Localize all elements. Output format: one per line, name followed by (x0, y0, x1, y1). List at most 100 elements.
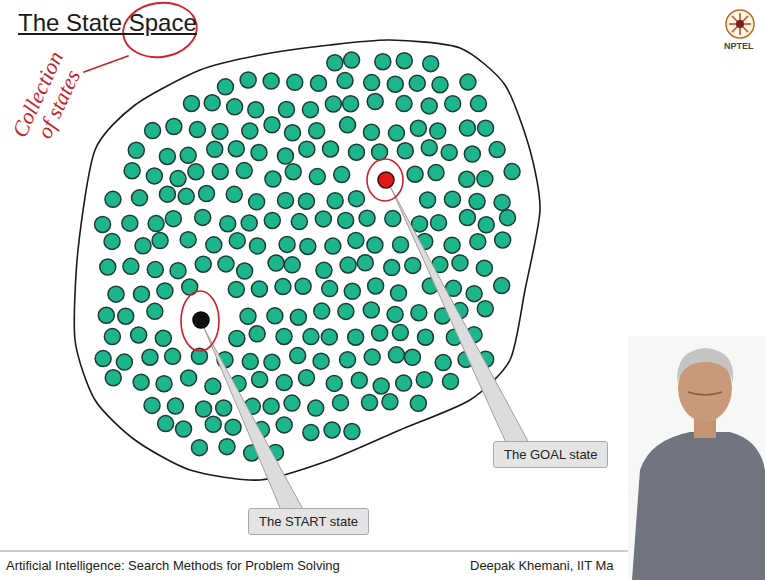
state-dot (364, 349, 380, 365)
state-dot (277, 192, 293, 208)
state-space-region (74, 40, 540, 480)
state-dot (298, 370, 314, 386)
state-dot (207, 141, 223, 157)
state-dot (170, 171, 186, 187)
state-dot (123, 258, 139, 274)
state-dot (268, 255, 284, 271)
state-dot (219, 439, 235, 455)
state-dot (343, 96, 359, 112)
state-dot (275, 279, 291, 295)
logo-mark (726, 10, 754, 38)
state-dot (348, 232, 364, 248)
state-dot (191, 440, 207, 456)
state-dot (388, 347, 404, 363)
state-dot (385, 211, 401, 227)
state-dot (387, 306, 403, 322)
state-dot (242, 123, 258, 139)
state-dot (195, 256, 211, 272)
state-dot (242, 354, 258, 370)
callout-box: The START state (248, 508, 369, 535)
state-dot (372, 325, 388, 341)
state-dot (284, 395, 300, 411)
state-dot (338, 212, 354, 228)
state-dot (228, 141, 244, 157)
state-dot (267, 308, 283, 324)
state-dot (431, 215, 447, 231)
state-dot (100, 259, 116, 275)
state-dot (452, 255, 468, 271)
state-dot (148, 216, 164, 232)
state-dot (359, 210, 375, 226)
state-dot (410, 120, 426, 136)
handwritten-note: Collection of states (3, 39, 92, 160)
state-dot (459, 120, 475, 136)
state-dot (460, 74, 476, 90)
state-dot (504, 164, 520, 180)
state-dot (384, 260, 400, 276)
state-dot (476, 260, 492, 276)
goal-dot (378, 172, 394, 188)
state-dot (405, 257, 421, 273)
state-dot (340, 352, 356, 368)
state-dot (494, 194, 510, 210)
state-dot (303, 329, 319, 345)
state-dot (407, 166, 423, 182)
state-dot (241, 215, 257, 231)
state-dot (444, 237, 460, 253)
state-dot (181, 370, 197, 386)
state-dot (325, 96, 341, 112)
state-dot (357, 255, 373, 271)
state-dot (124, 163, 140, 179)
state-dot (212, 163, 228, 179)
state-dot (477, 171, 493, 187)
state-dot (326, 375, 342, 391)
state-dot (284, 257, 300, 273)
state-dot (430, 123, 446, 139)
state-dot (368, 278, 384, 294)
state-dot (500, 210, 516, 226)
state-dot (104, 329, 120, 345)
state-dot (404, 349, 420, 365)
state-dot (265, 171, 281, 187)
state-dot (195, 209, 211, 225)
state-dot (159, 186, 175, 202)
state-dot (396, 96, 412, 112)
state-dot (251, 145, 267, 161)
state-dot (165, 211, 181, 227)
state-dot (236, 163, 252, 179)
state-dot (322, 281, 338, 297)
state-dot (199, 186, 215, 202)
state-dot (264, 212, 280, 228)
state-dot (176, 421, 192, 437)
state-dot (98, 307, 114, 323)
state-dot (145, 123, 161, 139)
state-dot (309, 123, 325, 139)
state-dot (432, 77, 448, 93)
state-dot (444, 191, 460, 207)
state-dot (372, 144, 388, 160)
state-dot (338, 303, 354, 319)
state-dot (333, 395, 349, 411)
state-dot (284, 125, 300, 141)
state-dot (303, 424, 319, 440)
state-dot (104, 233, 120, 249)
annotation-stroke (84, 56, 128, 72)
state-dot (251, 281, 267, 297)
state-dot (228, 281, 244, 297)
state-dot (308, 400, 324, 416)
state-dot (276, 375, 292, 391)
state-dot (302, 102, 318, 118)
state-dot (391, 285, 407, 301)
state-dot (411, 305, 427, 321)
state-dot (367, 94, 383, 110)
state-dot (133, 286, 149, 302)
state-dot (249, 194, 265, 210)
state-dot (410, 395, 426, 411)
state-dot (340, 257, 356, 273)
state-dot (156, 376, 172, 392)
state-dot (470, 96, 486, 112)
state-dot (285, 164, 301, 180)
state-dot (344, 283, 360, 299)
state-dot (344, 52, 360, 68)
state-dot (276, 328, 292, 344)
